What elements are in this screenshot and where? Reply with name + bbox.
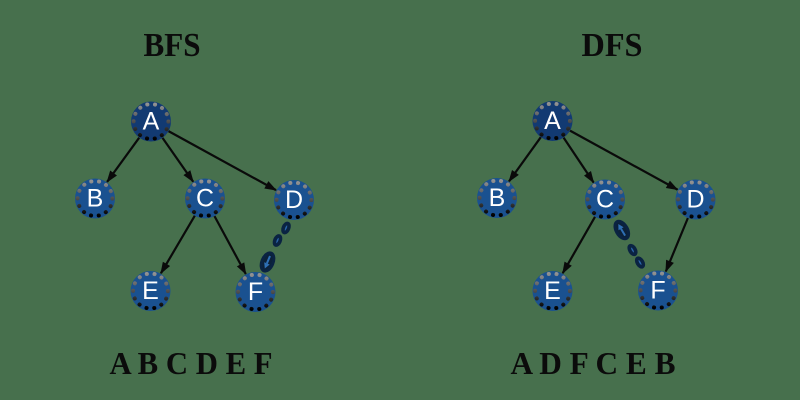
svg-text:A: A bbox=[143, 108, 160, 136]
svg-text:DFS: DFS bbox=[582, 27, 643, 64]
svg-text:F: F bbox=[248, 278, 263, 306]
svg-text:C: C bbox=[596, 186, 614, 214]
svg-text:A B C D E F: A B C D E F bbox=[110, 345, 273, 381]
svg-text:D: D bbox=[285, 186, 303, 214]
svg-text:E: E bbox=[142, 277, 159, 305]
svg-text:A: A bbox=[544, 107, 561, 135]
svg-text:E: E bbox=[544, 277, 561, 305]
svg-text:A D F C E B: A D F C E B bbox=[511, 345, 676, 381]
svg-text:C: C bbox=[196, 185, 214, 213]
svg-text:D: D bbox=[686, 186, 704, 214]
svg-text:F: F bbox=[650, 277, 665, 305]
svg-text:B: B bbox=[489, 184, 506, 212]
svg-text:BFS: BFS bbox=[144, 27, 201, 64]
svg-text:B: B bbox=[87, 185, 104, 213]
